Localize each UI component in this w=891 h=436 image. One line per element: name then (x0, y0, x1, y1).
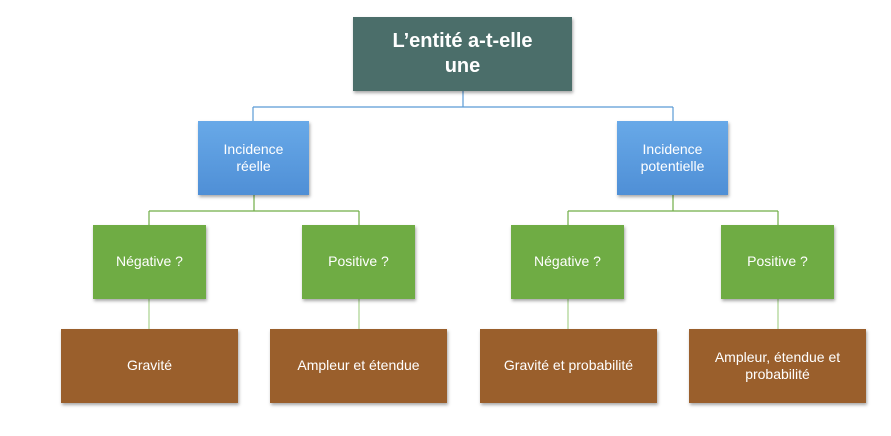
potential-negative-node: Négative ? (511, 225, 624, 299)
actual-negative-label: Négative ? (116, 253, 183, 270)
connector-level2-to-level3 (148, 299, 779, 329)
scale-scope-label: Ampleur et étendue (297, 357, 420, 374)
root-question-label: L’entité a-t-elle une (392, 30, 533, 77)
connector-right-to-level2 (567, 195, 779, 225)
severity-label: Gravité (126, 357, 173, 374)
scale-scope-likelihood-label: Ampleur, étendue et probabilité (714, 348, 841, 383)
potential-impact-node: Incidence potentielle (617, 121, 728, 195)
actual-positive-node: Positive ? (302, 225, 415, 299)
actual-impact-label: Incidence réelle (223, 140, 284, 175)
scale-scope-likelihood-node: Ampleur, étendue et probabilité (689, 329, 866, 403)
connector-root-to-level1 (252, 91, 674, 121)
connector-left-to-level2 (148, 195, 360, 225)
actual-negative-node: Négative ? (93, 225, 206, 299)
severity-likelihood-node: Gravité et probabilité (480, 329, 657, 403)
root-question-node: L’entité a-t-elle une (353, 17, 572, 91)
severity-likelihood-label: Gravité et probabilité (503, 357, 634, 374)
actual-impact-node: Incidence réelle (198, 121, 309, 195)
severity-node: Gravité (61, 329, 238, 403)
potential-positive-node: Positive ? (721, 225, 834, 299)
potential-impact-label: Incidence potentielle (640, 140, 705, 175)
scale-scope-node: Ampleur et étendue (270, 329, 447, 403)
actual-positive-label: Positive ? (328, 253, 389, 270)
potential-positive-label: Positive ? (747, 253, 808, 270)
potential-negative-label: Négative ? (534, 253, 601, 270)
